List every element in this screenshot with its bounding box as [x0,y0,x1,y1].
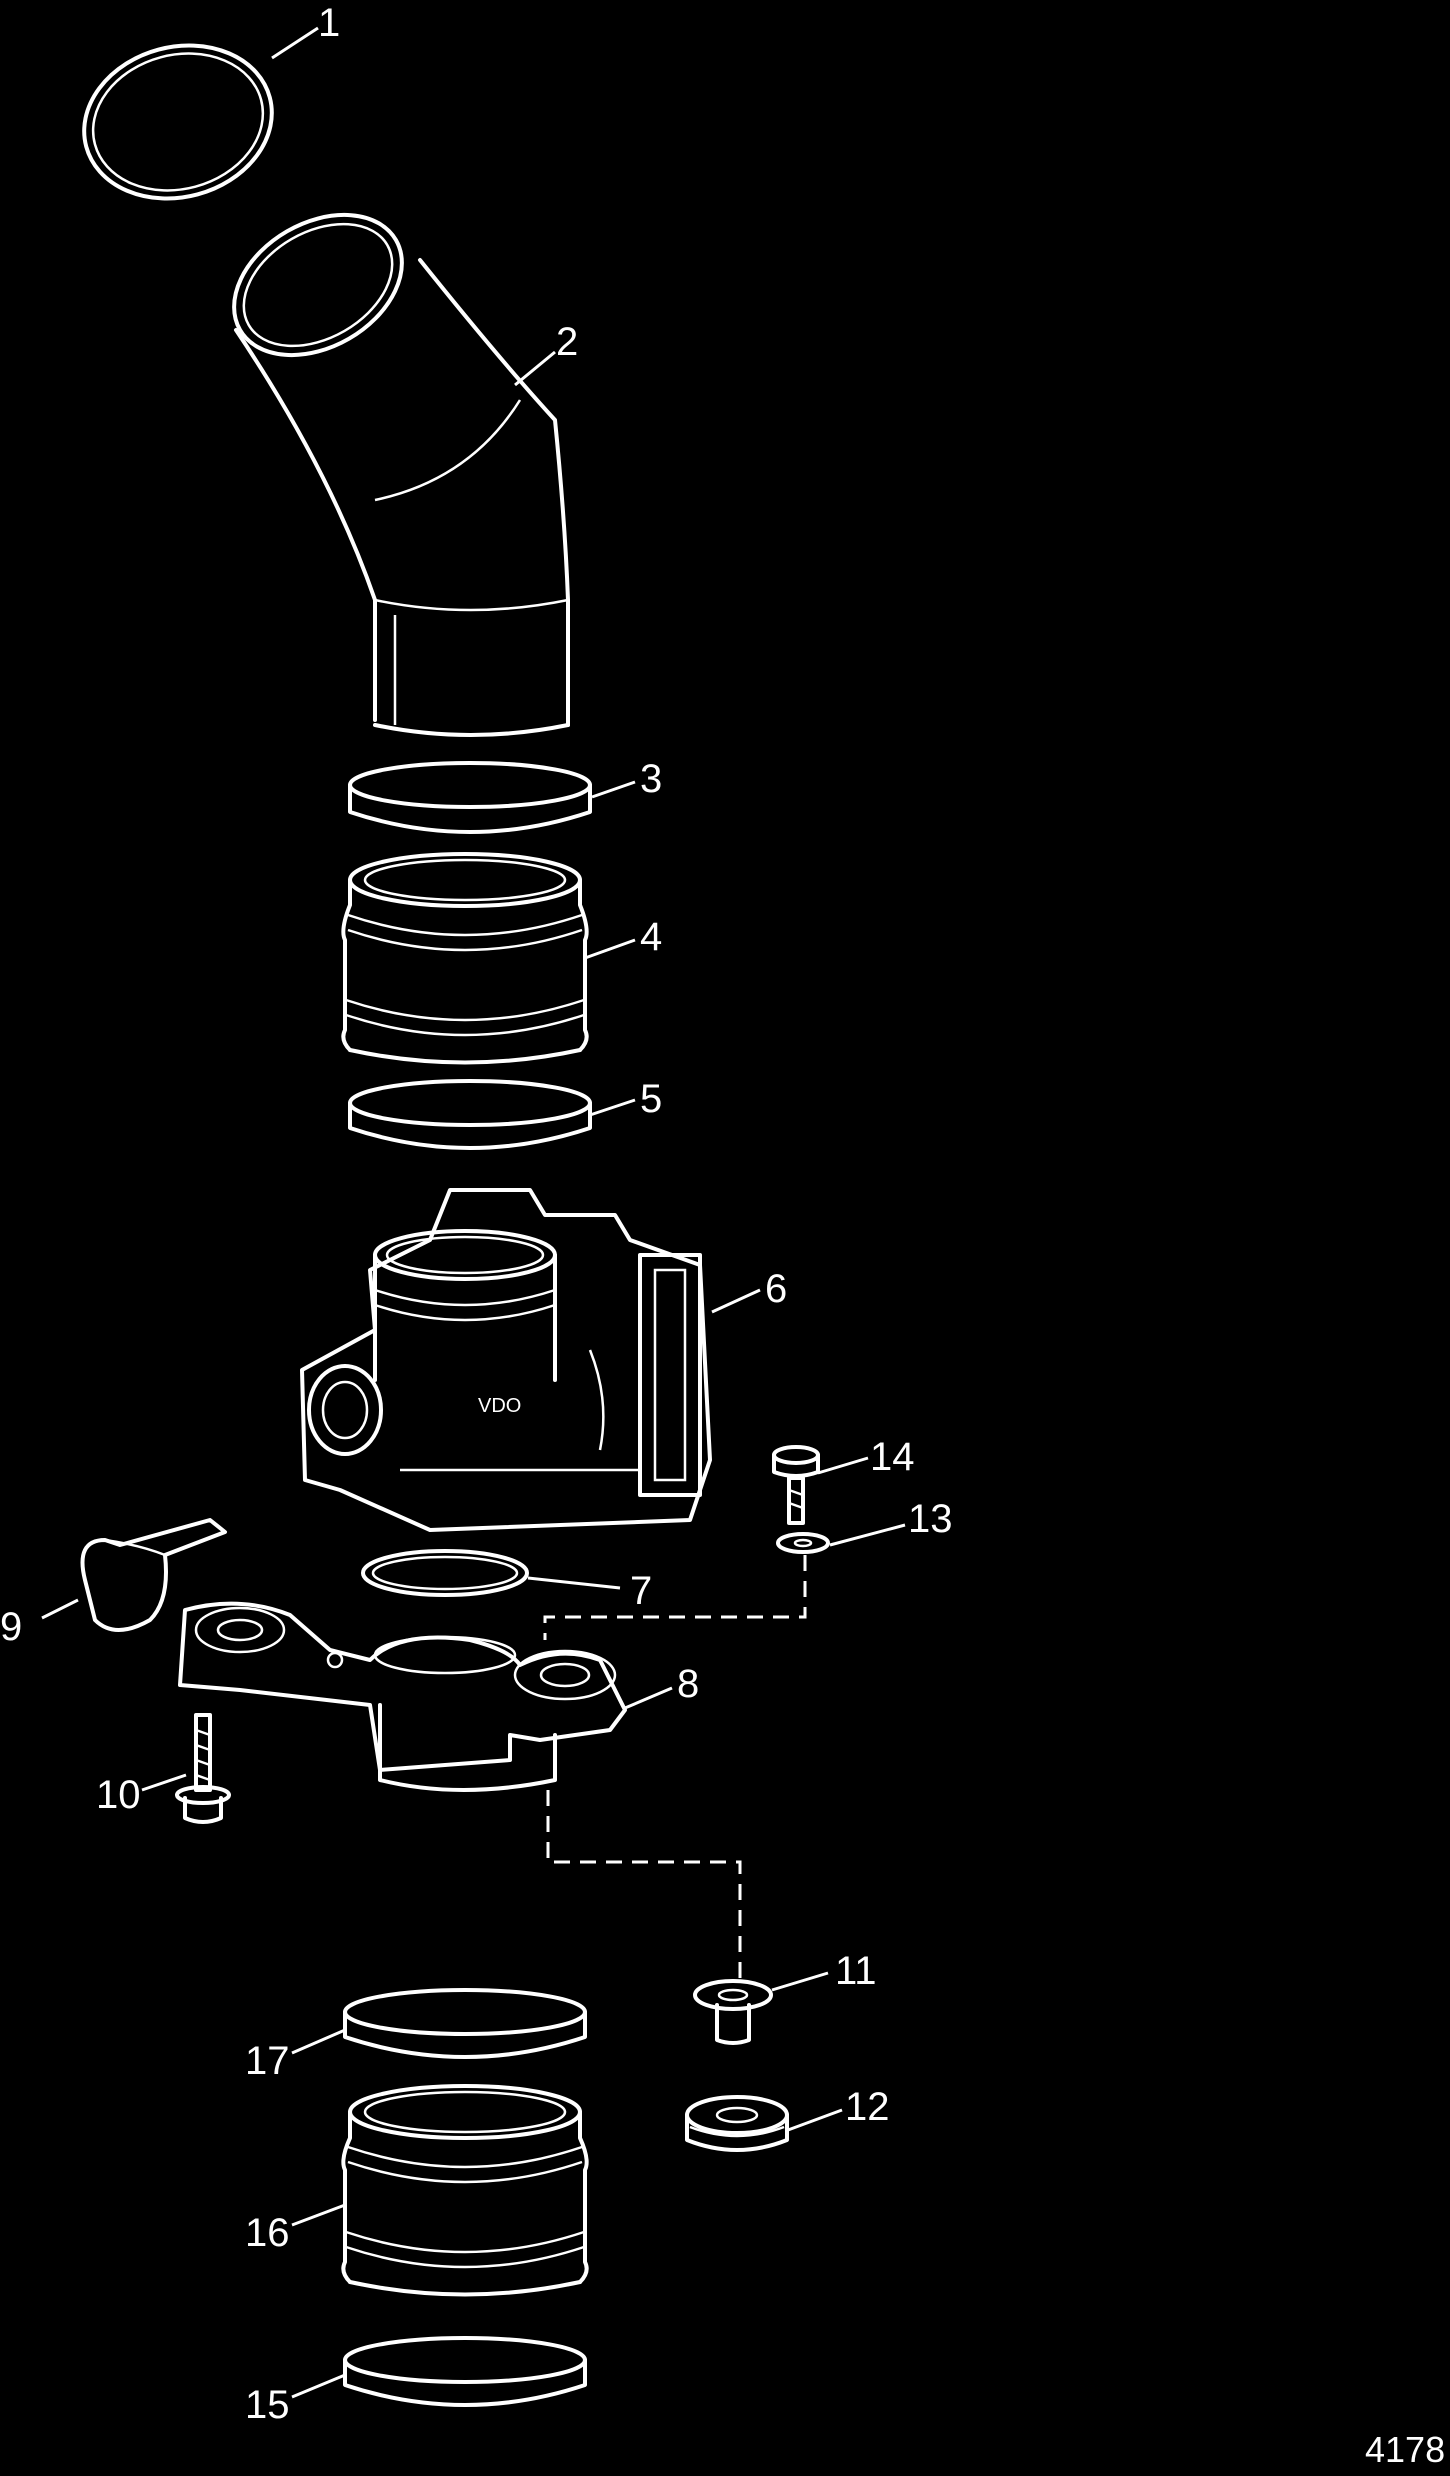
callout-6: 6 [765,1267,787,1311]
callout-8: 8 [677,1662,699,1706]
part-7-gasket [361,1549,529,1597]
callout-4: 4 [640,915,662,959]
throttle-body-marking-1: VDO [478,1395,521,1417]
callout-7: 7 [630,1569,652,1613]
assembly-line-13-to-8 [543,1555,807,1640]
callout-15: 15 [245,2383,290,2427]
part-15-clamp [343,2336,587,2407]
part-6-throttle-body: VDO [300,1188,712,1532]
callout-13: 13 [908,1497,953,1541]
part-12-isolator [685,2095,789,2152]
part-8-adapter-bracket [178,1601,627,1792]
callout-3: 3 [640,757,662,801]
callout-1: 1 [318,1,340,45]
part-9-strap-clip [80,1518,227,1632]
part-11-grommet [693,1979,773,2045]
part-1-o-ring [82,43,274,201]
part-17-clamp [343,1988,587,2059]
part-5-clamp [348,1079,592,1150]
figure-id: 4178 [1365,2429,1445,2470]
callout-16: 16 [245,2211,290,2255]
leader-lines [41,26,906,2399]
part-2-elbow-tube [232,212,570,737]
part-10-bolt [175,1713,231,1824]
part-14-bolt [772,1445,820,1525]
callout-12: 12 [845,2085,890,2129]
callout-11: 11 [835,1949,877,1993]
part-16-hose-coupler [341,2084,589,2297]
part-3-clamp [348,761,592,834]
callout-2: 2 [556,320,578,364]
callout-10: 10 [96,1773,141,1817]
callout-17: 17 [245,2039,290,2083]
part-13-washer [776,1532,830,1554]
callout-9: 9 [0,1605,22,1649]
callout-14: 14 [870,1435,915,1479]
assembly-line-8-to-11 [546,1790,742,1985]
part-4-hose-coupler [341,852,589,1065]
callout-5: 5 [640,1077,662,1121]
